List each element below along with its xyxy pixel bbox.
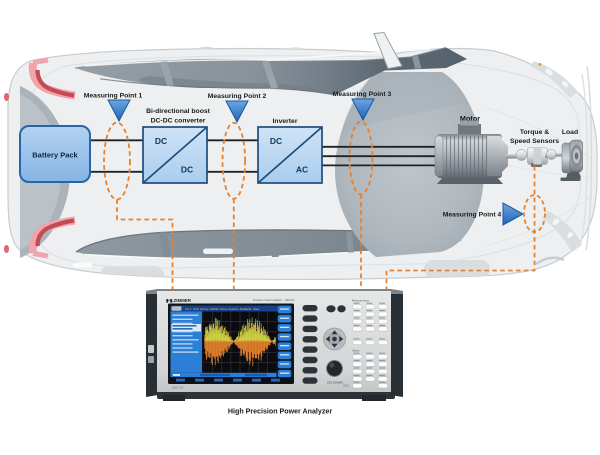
svg-text:Measuring Point 4: Measuring Point 4 <box>443 212 502 219</box>
svg-text:DC: DC <box>155 136 167 146</box>
svg-text:DC: DC <box>181 165 193 175</box>
svg-text:Speed Sensors: Speed Sensors <box>510 138 559 145</box>
svg-text:DC: DC <box>270 136 282 146</box>
svg-text:AC: AC <box>296 165 308 175</box>
svg-text:Motor: Motor <box>460 114 480 123</box>
svg-text:Measuring Point 1: Measuring Point 1 <box>84 93 143 100</box>
svg-text:LMG 671: LMG 671 <box>172 386 184 390</box>
svg-text:Measurement: Measurement <box>352 299 369 303</box>
svg-text:Torque &: Torque & <box>520 129 549 136</box>
svg-text:Load: Load <box>562 129 578 136</box>
svg-text:Precision Power Analyzer LMG: Precision Power Analyzer LMG671 <box>253 298 295 302</box>
svg-text:Setup: Setup <box>352 349 360 353</box>
svg-text:DC-DC converter: DC-DC converter <box>151 118 206 125</box>
svg-text:Battery Pack: Battery Pack <box>32 151 78 160</box>
svg-text:Ch 1 Ch2 Group ACDC Freq: Ch 1 Ch2 Group ACDC Freq Custom Defaults… <box>185 307 260 311</box>
svg-text:High Precision Power Analyzer: High Precision Power Analyzer <box>228 408 332 416</box>
svg-text:Measuring Point 3: Measuring Point 3 <box>333 91 392 98</box>
svg-text:▮•▮.ZIMMER: ▮•▮.ZIMMER <box>166 298 192 303</box>
svg-text:Measuring Point 2: Measuring Point 2 <box>208 93 267 100</box>
svg-text:Bi-directional boost: Bi-directional boost <box>146 108 211 115</box>
svg-text:Inverter: Inverter <box>273 118 298 125</box>
svg-text:ZES ZIMMER: ZES ZIMMER <box>327 381 343 385</box>
